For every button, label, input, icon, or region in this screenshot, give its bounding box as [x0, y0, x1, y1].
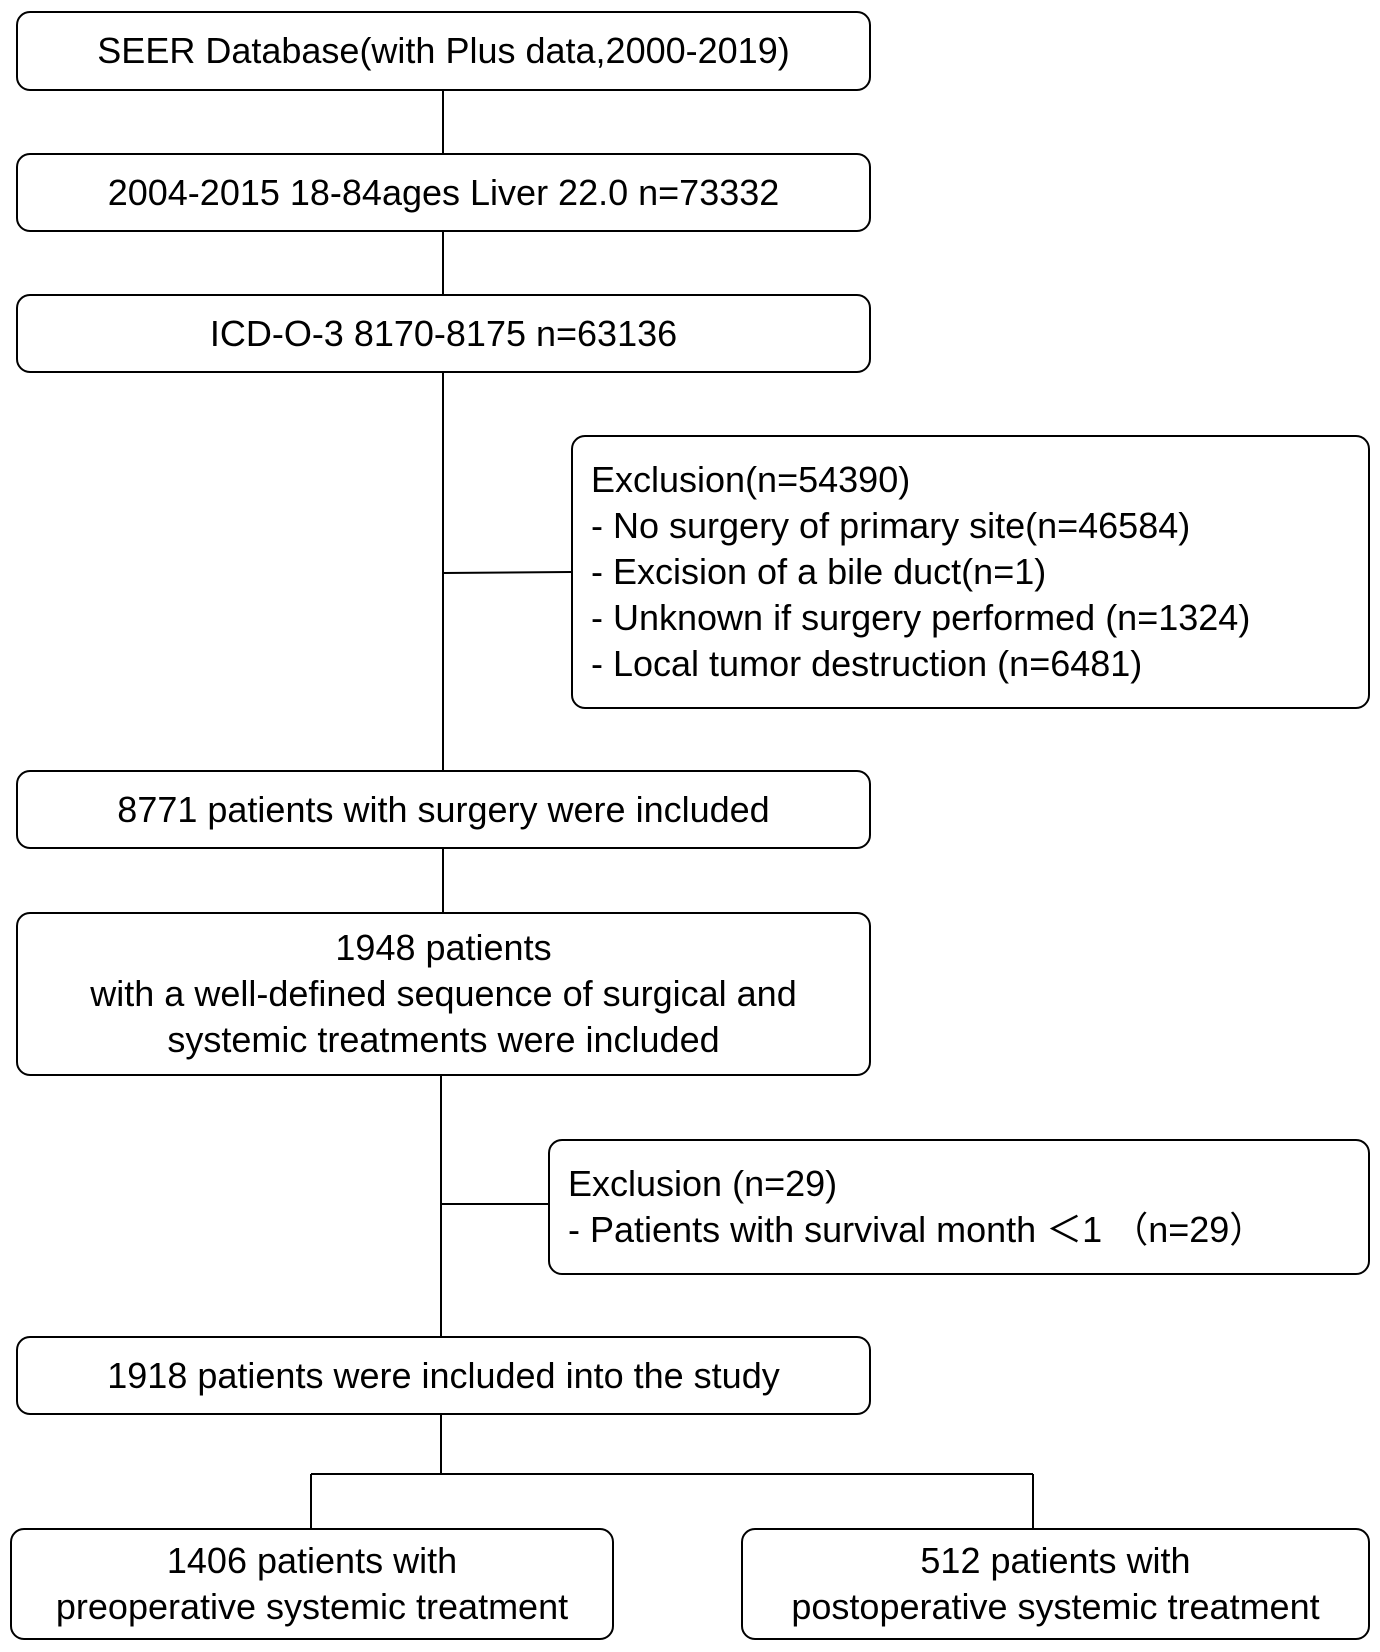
connector-branch-exclusion1 [442, 571, 572, 574]
box-icd-codes: ICD-O-3 8170-8175 n=63136 [16, 294, 871, 373]
exclusion1-line-3: - Excision of a bile duct(n=1) [591, 551, 1047, 592]
exclusion1-line-4: - Unknown if surgery performed (n=1324) [591, 597, 1251, 638]
box-sequence-line-1: 1948 patients [335, 927, 552, 968]
box-postop-line-1: 512 patients with [920, 1540, 1191, 1581]
exclusion2-line-2: - Patients with survival month ＜1 （n=29） [568, 1209, 1266, 1250]
box-liver-cohort: 2004-2015 18-84ages Liver 22.0 n=73332 [16, 153, 871, 232]
box-sequence-line-2: with a well-defined sequence of surgical… [90, 973, 797, 1014]
exclusion2-line-1: Exclusion (n=29) [568, 1163, 838, 1204]
box-sequence-line-3: systemic treatments were included [167, 1019, 720, 1060]
exclusion1-line-1: Exclusion(n=54390) [591, 459, 911, 500]
box-preop-line-2: preoperative systemic treatment [55, 1586, 569, 1627]
box-preoperative: 1406 patients with preoperative systemic… [10, 1528, 614, 1640]
box-preop-line-1: 1406 patients with [166, 1540, 458, 1581]
box-exclusion-survival: Exclusion (n=29) - Patients with surviva… [548, 1139, 1370, 1275]
box-study-included: 1918 patients were included into the stu… [16, 1336, 871, 1415]
exclusion1-line-2: - No surgery of primary site(n=46584) [591, 505, 1191, 546]
box-exclusion-surgery: Exclusion(n=54390) - No surgery of prima… [571, 435, 1370, 709]
box-postop-line-2: postoperative systemic treatment [791, 1586, 1320, 1627]
box-surgery-line-1: 8771 patients with surgery were included [117, 788, 770, 830]
exclusion1-line-5: - Local tumor destruction (n=6481) [591, 643, 1143, 684]
box-treatment-sequence: 1948 patients with a well-defined sequen… [16, 912, 871, 1076]
box-study-line-1: 1918 patients were included into the stu… [107, 1354, 780, 1396]
box-seer-line-1: SEER Database(with Plus data,2000-2019) [97, 30, 790, 71]
box-seer-database: SEER Database(with Plus data,2000-2019) [16, 11, 871, 91]
box-liver-line-1: 2004-2015 18-84ages Liver 22.0 n=73332 [107, 171, 780, 213]
box-icd-line-1: ICD-O-3 8170-8175 n=63136 [209, 312, 678, 354]
box-surgery-included: 8771 patients with surgery were included [16, 770, 871, 849]
box-postoperative: 512 patients with postoperative systemic… [741, 1528, 1370, 1640]
